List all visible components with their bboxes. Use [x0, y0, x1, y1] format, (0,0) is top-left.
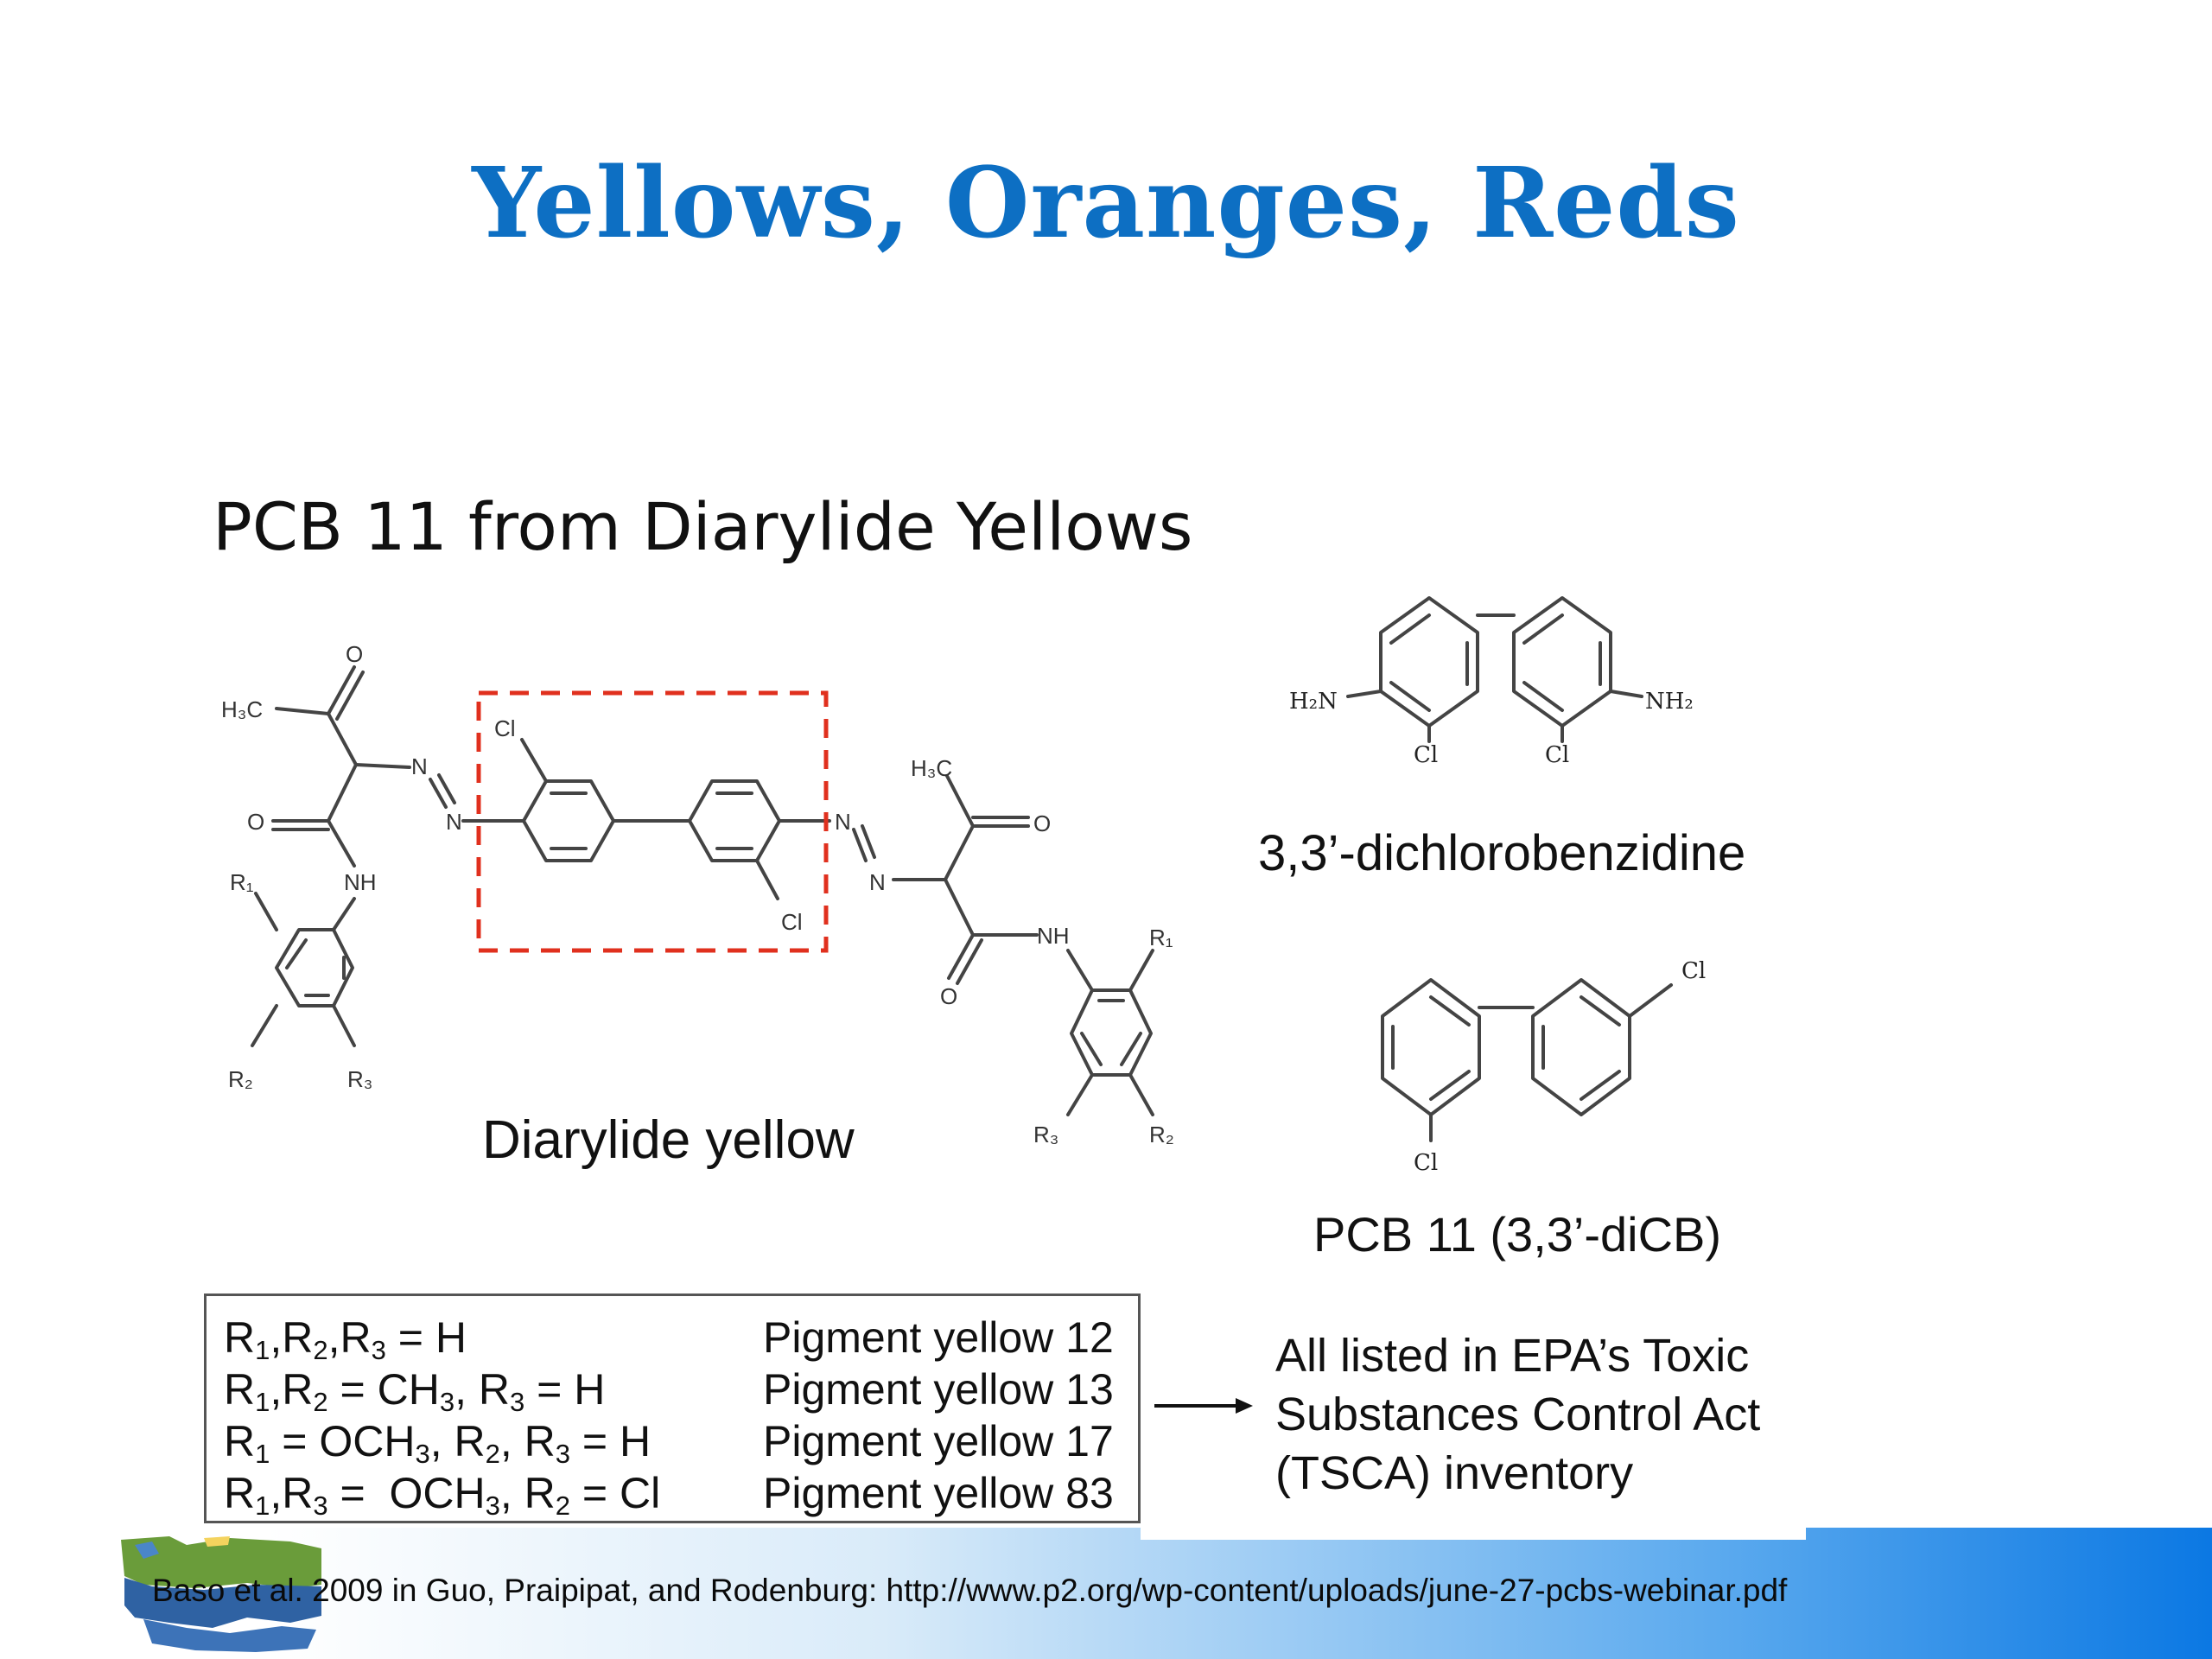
citation-source: 2009 in Guo, Praipipat, and Rodenburg: h…: [302, 1573, 1788, 1608]
atom-label: N: [446, 809, 462, 835]
atom-label: N: [869, 869, 886, 895]
figure-title: PCB 11 from Diarylide Yellows: [213, 488, 1193, 565]
slide-title: Yellows, Oranges, Reds: [472, 147, 1740, 260]
tsca-line: All listed in EPA’s Toxic: [1275, 1330, 1750, 1382]
pigment-name: Pigment yellow 13: [763, 1365, 1114, 1414]
pigment-name: Pigment yellow 12: [763, 1313, 1114, 1362]
atom-label: O: [940, 983, 957, 1009]
atom-label: H₃C: [221, 696, 263, 722]
atom-label: O: [247, 809, 264, 835]
diarylide-left-substituent: [251, 665, 525, 1047]
atom-label: R₃: [1033, 1122, 1058, 1147]
dichlorobenzidine-label: 3,3’-dichlorobenzidine: [1258, 825, 1746, 881]
atom-label: N: [411, 753, 428, 779]
substituent-table: R1,R2,R3 = H Pigment yellow 12 R1,R2 = C…: [204, 1294, 1141, 1523]
substituent-formula: R1,R2 = CH3, R3 = H: [224, 1365, 606, 1417]
substituent-formula: R1,R2,R3 = H: [224, 1313, 467, 1365]
table-row: R1,R2 = CH3, R3 = H Pigment yellow 13: [224, 1363, 1140, 1415]
pcb11-structure: [1381, 978, 1673, 1142]
substituent-formula: R1 = OCH3, R2, R3 = H: [224, 1417, 652, 1469]
footer-divider: [1141, 1528, 1806, 1540]
table-row: R1,R2,R3 = H Pigment yellow 12: [224, 1312, 1140, 1363]
diarylide-yellow-label: Diarylide yellow: [482, 1110, 855, 1170]
atom-label: R₂: [1149, 1122, 1174, 1147]
dichlorobenzidine-structure: [1346, 596, 1643, 743]
table-row: R1,R3 = OCH3, R2 = Cl Pigment yellow 83: [224, 1467, 1140, 1519]
atom-label: R₃: [347, 1066, 372, 1092]
citation-author: Baso et al.: [152, 1573, 303, 1608]
tsca-note: All listed in EPA’s Toxic Substances Con…: [1275, 1326, 1846, 1503]
atom-label: H₂N: [1289, 689, 1338, 715]
atom-label: O: [346, 641, 363, 667]
substituent-formula: R1,R3 = OCH3, R2 = Cl: [224, 1469, 661, 1521]
atom-label: Cl: [1414, 1150, 1438, 1176]
atom-label: Cl: [781, 909, 803, 935]
citation: Baso et al. 2009 in Guo, Praipipat, and …: [152, 1573, 1787, 1609]
atom-label: NH₂: [1645, 689, 1694, 715]
atom-label: O: [1033, 810, 1051, 836]
benzidine-core: [520, 738, 831, 900]
atom-label: Cl: [494, 715, 516, 741]
atom-label: H₃C: [911, 755, 952, 781]
pigment-name: Pigment yellow 83: [763, 1469, 1114, 1517]
tsca-line: Substances Control Act: [1275, 1389, 1761, 1440]
right-arrow-icon: [1154, 1398, 1253, 1414]
pigment-name: Pigment yellow 17: [763, 1417, 1114, 1465]
state-map-logo: [121, 1536, 321, 1652]
atom-label: R₁: [1149, 925, 1173, 950]
footer-bar: [0, 1528, 2212, 1659]
atom-label: R₂: [228, 1066, 253, 1092]
highlight-dashed-box: [476, 690, 829, 953]
atom-label: Cl: [1414, 742, 1438, 768]
pcb11-label: PCB 11 (3,3’-diCB): [1313, 1207, 1722, 1262]
atom-label: Cl: [1545, 742, 1569, 768]
atom-label: NH: [1037, 923, 1070, 949]
atom-label: NH: [344, 869, 377, 895]
table-row: R1 = OCH3, R2, R3 = H Pigment yellow 17: [224, 1415, 1140, 1467]
atom-label: N: [835, 809, 851, 835]
diarylide-right-substituent: [852, 774, 1154, 1116]
tsca-line: (TSCA) inventory: [1275, 1447, 1634, 1499]
atom-label: Cl: [1681, 958, 1706, 984]
atom-label: R₁: [230, 869, 254, 895]
